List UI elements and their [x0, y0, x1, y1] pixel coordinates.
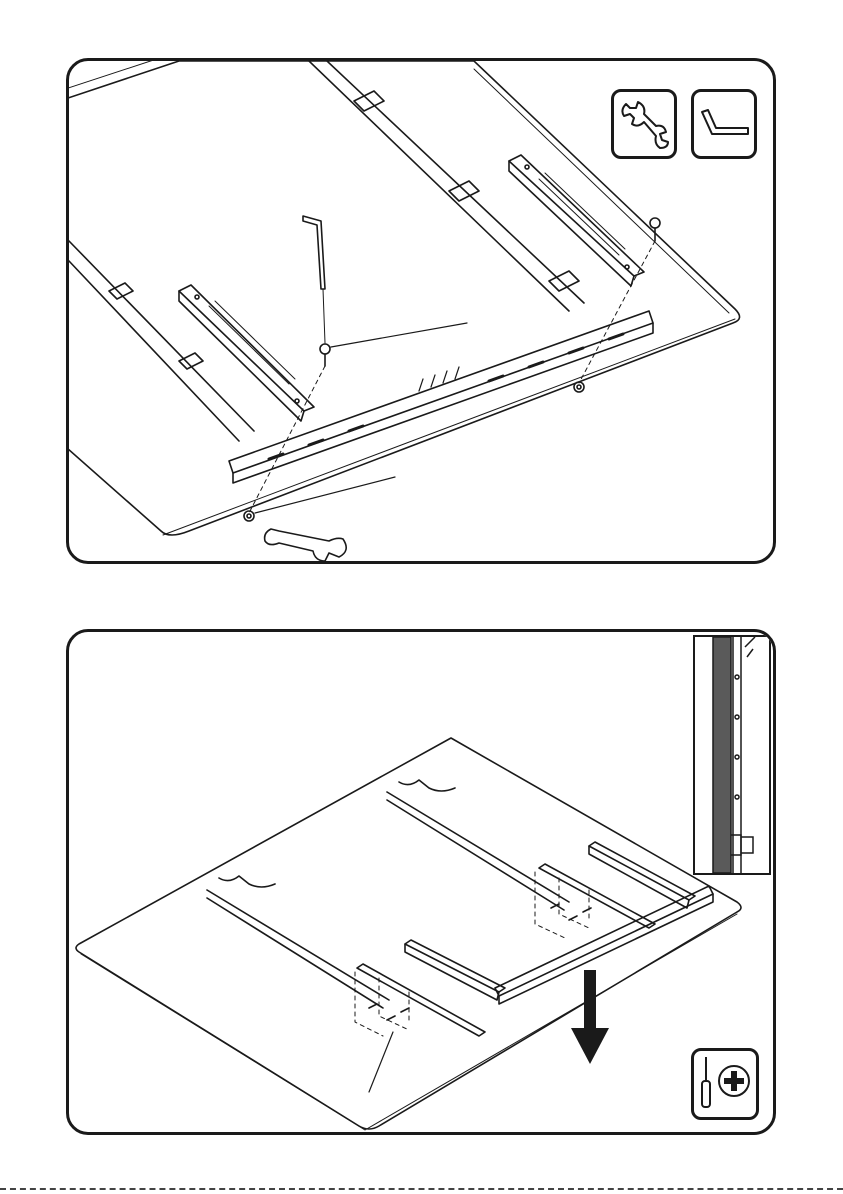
vertical-bracket-left	[179, 285, 314, 421]
vertical-bracket-right	[539, 842, 695, 928]
horizontal-rail	[229, 311, 653, 483]
tv-rail-lower	[207, 876, 389, 1008]
screwdriver-tool-box	[691, 1048, 759, 1120]
hex-key	[303, 216, 325, 289]
vertical-bracket-right	[509, 155, 644, 286]
step-2-illustration	[69, 632, 773, 1132]
hex-key-tool-box	[691, 89, 757, 159]
tv-back-panel	[76, 738, 741, 1129]
tv-rail-upper	[387, 780, 569, 910]
screws	[369, 904, 591, 1020]
bolt-left	[320, 344, 330, 366]
step-1-panel	[66, 58, 776, 564]
side-view-inset	[693, 635, 771, 875]
wrench-tool-box	[611, 89, 677, 159]
side-view-diagram	[695, 637, 769, 873]
nut-right	[574, 382, 584, 392]
hex-key-icon	[694, 92, 754, 156]
phillips-screwdriver-icon	[694, 1051, 756, 1117]
wrench	[265, 529, 347, 561]
slide-down-arrow	[571, 970, 609, 1064]
tv-rail-upper	[309, 61, 584, 311]
nut-left	[244, 511, 254, 521]
page-bottom-rule	[0, 1188, 843, 1194]
tv-rail-lower	[69, 241, 254, 441]
wrench-icon	[614, 92, 674, 156]
step-2-panel	[66, 629, 776, 1135]
